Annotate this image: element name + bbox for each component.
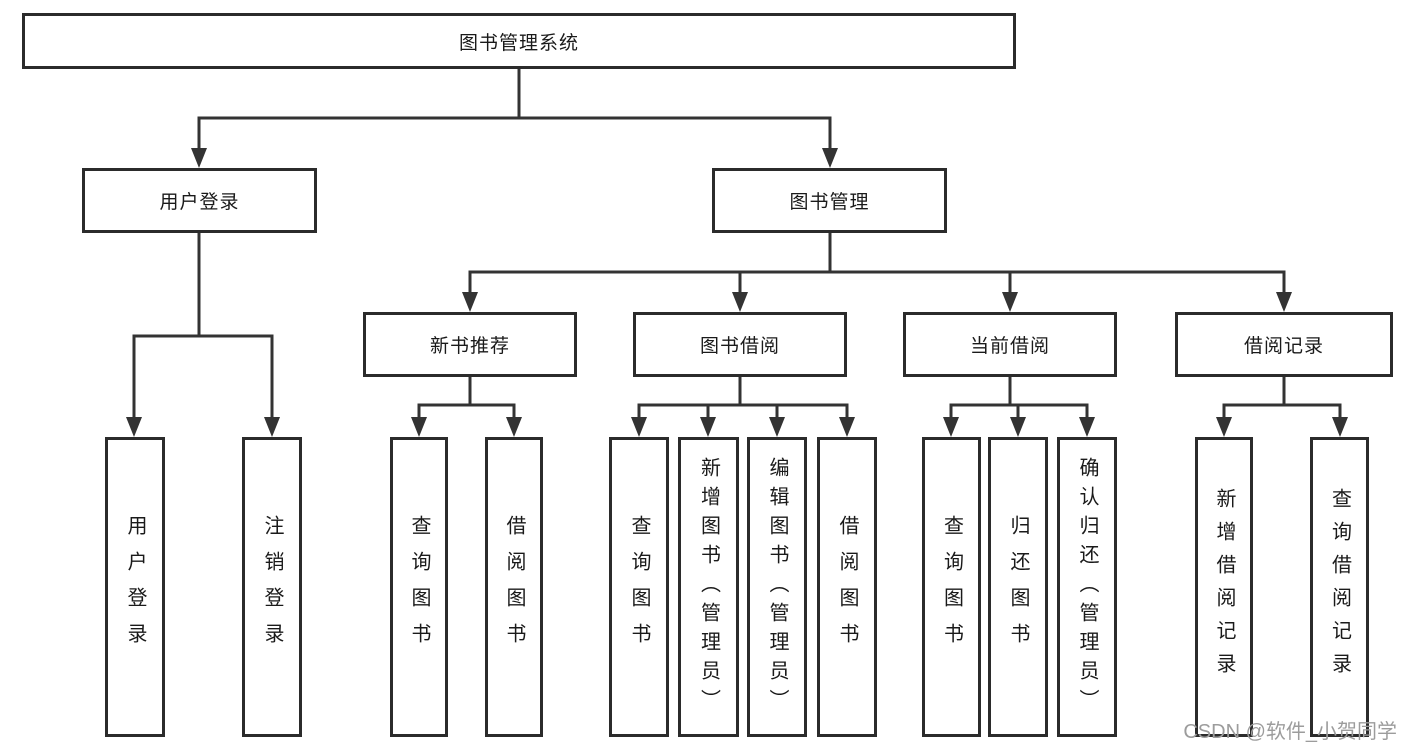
node-label: 查询图书 [628,515,650,659]
node-book-management: 图书管理 [712,168,947,233]
node-label: 编辑图书（管理员） [766,456,788,718]
node-label: 借阅图书 [503,515,525,659]
leaf-borrow-query-books: 查询图书 [609,437,669,737]
connector-book-borrow-children [631,375,855,437]
leaf-recommend-query-books: 查询图书 [390,437,448,737]
node-label: 新增图书（管理员） [697,456,720,718]
arrowhead-icon [1010,417,1026,437]
arrowhead-icon [506,417,522,437]
node-label: 确认归还（管理员） [1076,456,1098,718]
connector-new-book-recommend-children [411,375,522,437]
connector-current-borrow-children [943,375,1095,437]
node-label: 查询图书 [940,515,963,659]
node-label: 图书管理 [789,192,870,213]
node-current-borrow: 当前借阅 [903,312,1117,377]
arrowhead-icon [769,417,785,437]
connector-root-to-level2 [191,67,838,168]
node-user-login: 用户登录 [82,168,317,233]
connector-book-management-children [462,231,1292,312]
node-label: 借阅图书 [836,515,858,659]
node-label: 图书借阅 [699,336,780,357]
node-label: 用户登录 [124,515,146,659]
node-new-book-recommend: 新书推荐 [363,312,577,377]
node-book-borrow: 图书借阅 [633,312,847,377]
arrowhead-icon [631,417,647,437]
leaf-current-query-books: 查询图书 [922,437,981,737]
arrowhead-icon [1276,292,1292,312]
node-label: 查询图书 [408,515,430,659]
arrowhead-icon [1079,417,1095,437]
arrowhead-icon [732,292,748,312]
leaf-records-query: 查询借阅记录 [1310,437,1369,737]
leaf-borrow-borrow-books: 借阅图书 [817,437,877,737]
connector-borrow-records-children [1216,375,1348,437]
watermark: CSDN @软件_小贺同学 [1183,721,1397,743]
arrowhead-icon [264,417,280,437]
node-label: 查询借阅记录 [1328,488,1351,686]
node-label: 图书管理系统 [458,32,579,54]
arrowhead-icon [411,417,427,437]
node-label: 借阅记录 [1243,336,1324,357]
arrowhead-icon [462,292,478,312]
leaf-borrow-add-books: 新增图书（管理员） [678,437,739,737]
arrowhead-icon [839,417,855,437]
leaf-recommend-borrow-books: 借阅图书 [485,437,543,737]
arrowhead-icon [126,417,142,437]
node-label: 归还图书 [1007,515,1029,659]
node-label: 新书推荐 [429,336,510,357]
arrowhead-icon [943,417,959,437]
connector-user-login-children [126,231,280,437]
arrowhead-icon [191,148,207,168]
node-label: 注销登录 [261,515,283,659]
arrowhead-icon [1216,417,1232,437]
arrowhead-icon [1002,292,1018,312]
leaf-borrow-edit-books: 编辑图书（管理员） [747,437,807,737]
node-borrow-records: 借阅记录 [1175,312,1393,377]
arrowhead-icon [1332,417,1348,437]
leaf-current-confirm-return: 确认归还（管理员） [1057,437,1117,737]
arrowhead-icon [822,148,838,168]
node-label: 新增借阅记录 [1213,488,1235,686]
arrowhead-icon [700,417,716,437]
leaf-current-return-books: 归还图书 [988,437,1048,737]
node-label: 当前借阅 [969,336,1050,357]
node-library-system: 图书管理系统 [22,13,1016,69]
leaf-logout: 注销登录 [242,437,302,737]
node-label: 用户登录 [159,192,240,213]
leaf-records-add: 新增借阅记录 [1195,437,1253,737]
leaf-user-login: 用户登录 [105,437,165,737]
